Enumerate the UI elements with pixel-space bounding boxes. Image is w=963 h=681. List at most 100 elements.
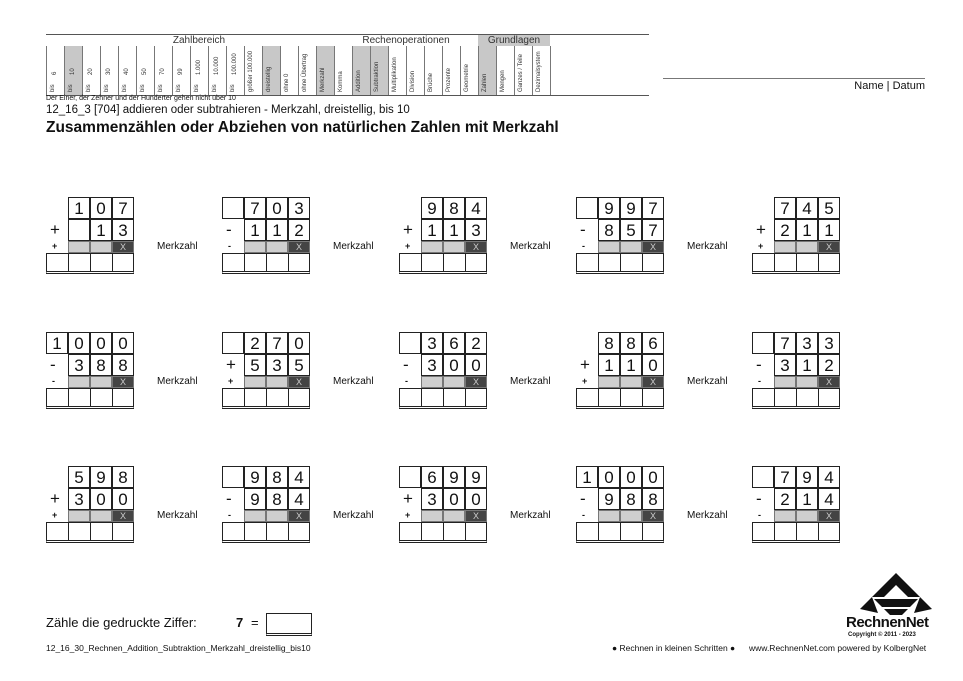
range-bis: bis — [50, 84, 56, 92]
count-answer-box[interactable] — [266, 613, 312, 636]
result-row[interactable] — [46, 388, 134, 409]
top-digit — [222, 332, 244, 354]
bottom-digit: 1 — [266, 219, 288, 241]
topic-column: ohne 0 — [280, 46, 299, 95]
count-digit: 7 — [236, 615, 244, 630]
name-date-line — [663, 78, 925, 79]
result-row[interactable] — [399, 388, 487, 409]
top-digit — [46, 197, 68, 219]
carry-cell[interactable] — [443, 376, 465, 388]
carry-cell[interactable] — [244, 376, 266, 388]
result-divider — [421, 523, 422, 540]
carry-cell[interactable] — [90, 376, 112, 388]
header-group-label: Zahlbereich — [172, 35, 226, 46]
carry-cell[interactable] — [90, 510, 112, 522]
carry-cell[interactable] — [796, 510, 818, 522]
topic-column: Prozente — [442, 46, 461, 95]
top-digit: 5 — [818, 197, 840, 219]
operator-sign: + — [403, 220, 413, 239]
bottom-digit: 1 — [443, 219, 465, 241]
carry-cell[interactable] — [443, 510, 465, 522]
worksheet-code: 12_16_3 [704] addieren oder subtrahieren… — [46, 104, 410, 116]
carry-cell[interactable] — [266, 376, 288, 388]
range-limit: 50 — [142, 68, 148, 75]
carry-cell[interactable] — [266, 510, 288, 522]
result-row[interactable] — [752, 388, 840, 409]
carry-cell[interactable] — [598, 241, 620, 253]
result-divider — [288, 389, 289, 406]
topic-column: Zahlen — [478, 46, 497, 95]
bottom-digit: 3 — [68, 488, 90, 510]
carry-cell[interactable] — [774, 241, 796, 253]
carry-cell[interactable] — [68, 241, 90, 253]
result-row[interactable] — [399, 522, 487, 543]
merkzahl-label: Merkzahl — [333, 241, 374, 252]
result-row[interactable] — [222, 388, 310, 409]
topic-label: Dezimalsystem — [536, 51, 542, 92]
range-limit: 70 — [160, 68, 166, 75]
topic-label: Subtraktion — [374, 61, 380, 92]
carry-cell[interactable] — [598, 510, 620, 522]
result-row[interactable] — [752, 253, 840, 274]
bottom-digit: 0 — [465, 354, 487, 376]
bottom-digit: 9 — [244, 488, 266, 510]
result-divider — [774, 523, 775, 540]
carry-cell[interactable] — [620, 241, 642, 253]
operator-sign: - — [756, 355, 762, 374]
result-divider — [774, 389, 775, 406]
top-digit: 0 — [266, 197, 288, 219]
merkzahl-label: Merkzahl — [687, 241, 728, 252]
bottom-digit: 0 — [443, 488, 465, 510]
top-digit: 0 — [598, 466, 620, 488]
topic-column: Addition — [352, 46, 371, 95]
carry-cell[interactable] — [620, 376, 642, 388]
result-row[interactable] — [46, 253, 134, 274]
result-divider — [443, 523, 444, 540]
result-row[interactable] — [752, 522, 840, 543]
carry-cell[interactable] — [244, 510, 266, 522]
carry-cell[interactable] — [774, 376, 796, 388]
top-digit: 8 — [620, 332, 642, 354]
result-row[interactable] — [46, 522, 134, 543]
carry-cell[interactable] — [421, 241, 443, 253]
merkzahl-label: Merkzahl — [510, 376, 551, 387]
carry-cell[interactable] — [68, 376, 90, 388]
top-digit: 1 — [46, 332, 68, 354]
carry-operator: - — [758, 376, 761, 386]
result-divider — [244, 254, 245, 271]
operator-sign: + — [50, 220, 60, 239]
result-divider — [620, 389, 621, 406]
carry-cell[interactable] — [421, 510, 443, 522]
header-note: Der Einer, der Zehner und der Hunderter … — [46, 95, 236, 102]
result-row[interactable] — [576, 253, 664, 274]
topic-label: Komma — [338, 71, 344, 92]
operator-sign: + — [403, 489, 413, 508]
carry-cell[interactable] — [68, 510, 90, 522]
carry-cell[interactable] — [620, 510, 642, 522]
carry-cell[interactable] — [90, 241, 112, 253]
carry-cell[interactable] — [598, 376, 620, 388]
topic-label: dreistellig — [266, 66, 272, 92]
top-digit — [46, 466, 68, 488]
result-row[interactable] — [576, 388, 664, 409]
carry-cell[interactable] — [266, 241, 288, 253]
carry-cell[interactable] — [421, 376, 443, 388]
carry-cell[interactable] — [796, 241, 818, 253]
carry-operator: - — [582, 241, 585, 251]
top-digit: 0 — [90, 197, 112, 219]
result-row[interactable] — [576, 522, 664, 543]
carry-cell[interactable] — [774, 510, 796, 522]
result-row[interactable] — [222, 522, 310, 543]
result-row[interactable] — [222, 253, 310, 274]
carry-cell[interactable] — [796, 376, 818, 388]
carry-cell[interactable] — [443, 241, 465, 253]
result-row[interactable] — [399, 253, 487, 274]
carry-operator: + — [52, 241, 58, 251]
carry-cell[interactable] — [244, 241, 266, 253]
